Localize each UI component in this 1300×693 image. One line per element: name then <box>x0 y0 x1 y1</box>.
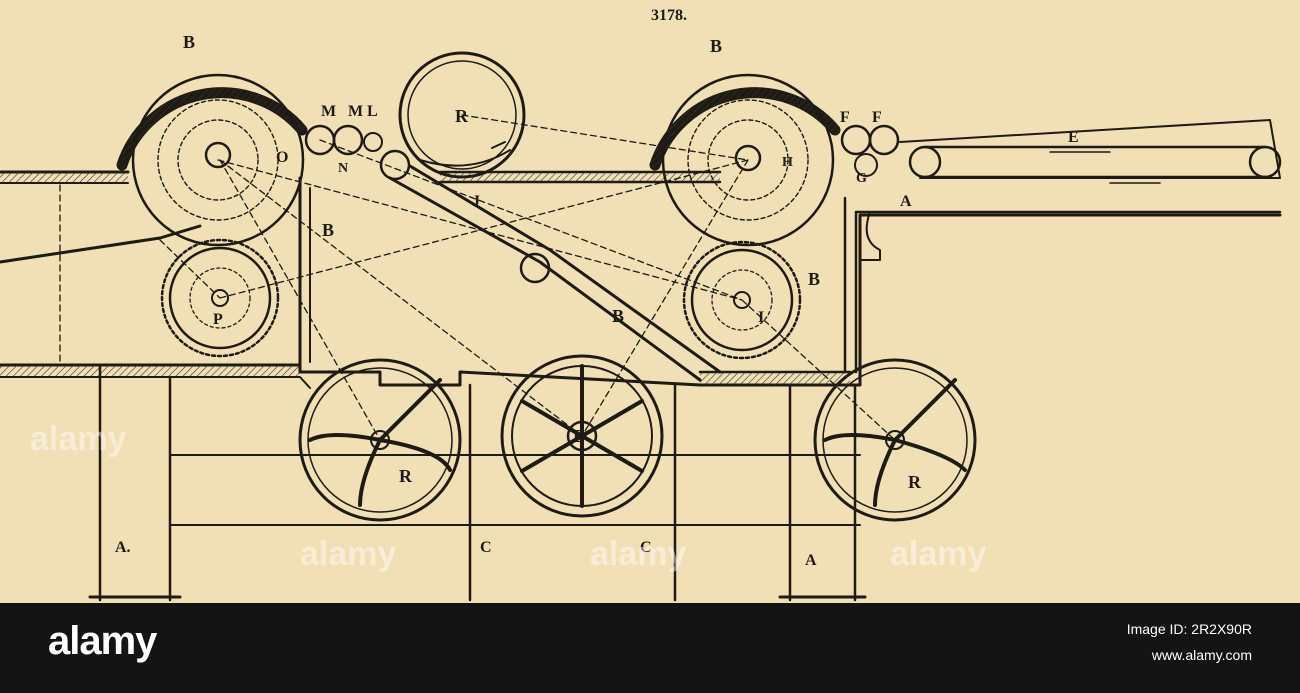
site-link[interactable]: www.alamy.com <box>1151 647 1252 663</box>
label-e: E <box>1068 129 1079 146</box>
label-p: P <box>213 311 223 328</box>
brand-logo[interactable]: alamy <box>48 619 157 663</box>
label-b-mid-left: B <box>322 220 334 240</box>
figure-number: 3178. <box>651 7 687 24</box>
label-r-left: R <box>399 466 413 486</box>
stock-footer: alamy Image ID: 2R2X90R www.alamy.com <box>0 603 1300 693</box>
label-h: H <box>782 155 793 170</box>
image-id: Image ID: 2R2X90R <box>1126 621 1252 637</box>
label-n: N <box>338 161 348 176</box>
label-j: J <box>472 193 480 210</box>
label-c1: C <box>480 539 492 556</box>
label-o: O <box>276 149 288 166</box>
label-i: I <box>758 309 764 326</box>
label-c2: C <box>640 539 652 556</box>
label-b-mid-right: B <box>808 269 820 289</box>
label-r-right: R <box>908 472 922 492</box>
label-b-top-left: B <box>183 32 195 52</box>
label-d: D <box>573 426 586 446</box>
label-b-mid-center: B <box>612 306 624 326</box>
label-m1: M <box>321 103 336 120</box>
label-m2: M <box>348 103 363 120</box>
label-a-bottom-left: A. <box>115 539 131 556</box>
label-f2: F <box>872 109 882 126</box>
label-a-bottom-right: A <box>805 552 817 569</box>
label-l: L <box>367 103 378 120</box>
label-a-right: A <box>900 193 912 210</box>
label-r-top: R <box>455 106 469 126</box>
machine-diagram: 3178. B B B B B M M L R O N J F F E G H … <box>0 7 1282 602</box>
engraving-plate: 3178. B B B B B M M L R O N J F F E G H … <box>0 7 1282 602</box>
label-b-top-right: B <box>710 36 722 56</box>
label-f1: F <box>840 109 850 126</box>
label-g: G <box>856 171 867 186</box>
